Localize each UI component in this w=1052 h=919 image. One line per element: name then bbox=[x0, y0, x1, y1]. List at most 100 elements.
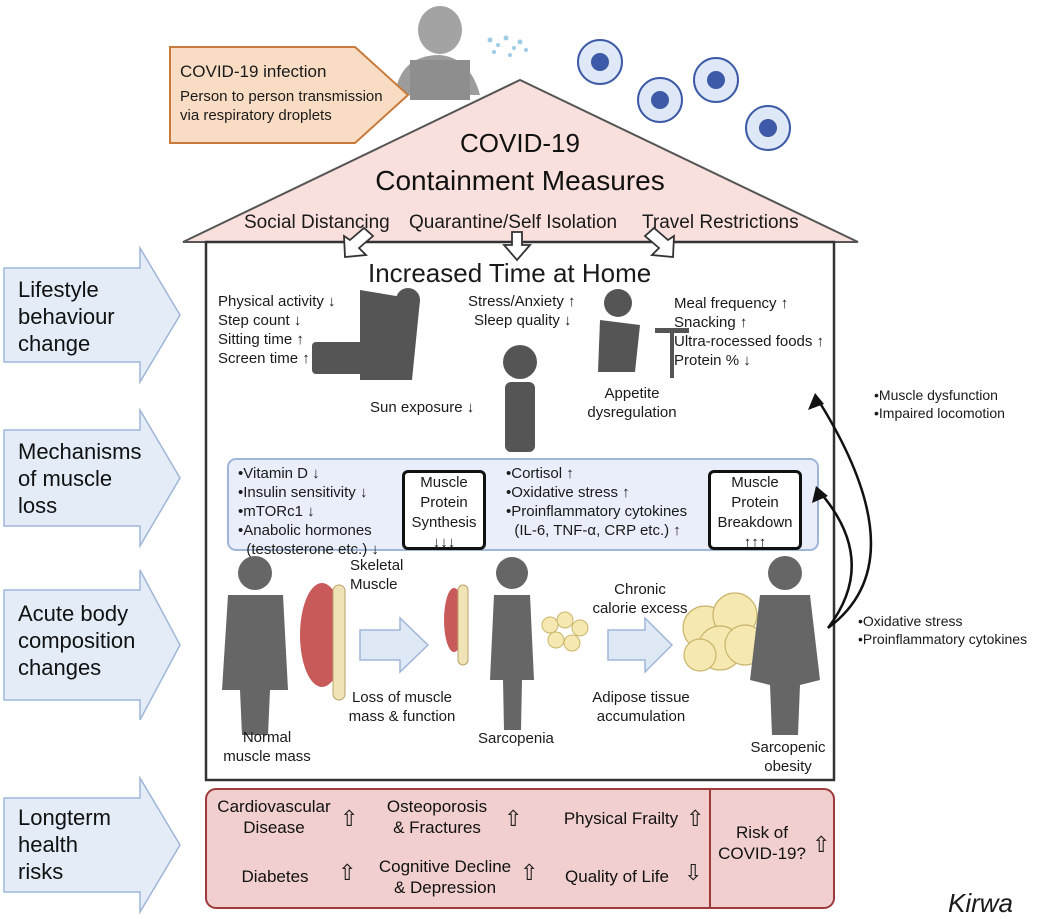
skeletal-line: Muscle bbox=[350, 576, 398, 593]
adipose-line: Adipose tissue bbox=[592, 689, 690, 706]
side-arrows bbox=[3, 245, 181, 914]
feedback-line: •Oxidative stress bbox=[858, 613, 963, 629]
sarcopenia-label: Sarcopenia bbox=[478, 730, 554, 747]
skeletal-label: Skeletal Muscle bbox=[350, 556, 403, 594]
feedback-line: •Impaired locomotion bbox=[874, 405, 1005, 421]
feedback-arrows bbox=[813, 394, 873, 630]
synthesis-line: Protein bbox=[420, 494, 468, 511]
risk-line: & Fractures bbox=[393, 818, 481, 837]
adipose-line: accumulation bbox=[596, 708, 686, 725]
risk-line: Risk of bbox=[736, 823, 788, 842]
list-item: Step count ↓ bbox=[218, 312, 302, 329]
side-arrow-body bbox=[3, 569, 181, 721]
risk-diabetes: Diabetes bbox=[241, 867, 309, 886]
synthesis-box: Muscle Protein Synthesis ↓↓↓ bbox=[402, 470, 486, 551]
list-item: Physical activity ↓ bbox=[218, 293, 336, 310]
callout-shape bbox=[169, 46, 410, 144]
normal-label: Normal muscle mass bbox=[222, 728, 312, 766]
feedback-bottom: •Oxidative stress •Proinflammatory cytok… bbox=[858, 612, 1027, 648]
risk-line: & Depression bbox=[393, 878, 497, 897]
feedback-line: •Proinflammatory cytokines bbox=[858, 631, 1028, 647]
sarcopenic-obesity-body-icon bbox=[750, 556, 820, 735]
list-item: Protein % ↓ bbox=[674, 352, 751, 369]
chronic-line: calorie excess bbox=[592, 600, 688, 617]
adipose-small-icon bbox=[541, 611, 589, 652]
list-item: Ultra-rocessed foods ↑ bbox=[674, 333, 825, 350]
appetite-line: Appetite bbox=[604, 385, 660, 402]
risk-line: Disease bbox=[243, 818, 305, 837]
list-item: Sleep quality ↓ bbox=[474, 312, 572, 329]
anxious-person-icon bbox=[503, 345, 537, 452]
loss-arrow bbox=[359, 616, 430, 674]
appetite-label: Appetite dysregulation bbox=[586, 384, 678, 422]
list-item: Snacking ↑ bbox=[674, 314, 748, 331]
roof-title-2: Containment Measures bbox=[375, 165, 665, 196]
risk-covid: Risk of COVID-19? bbox=[716, 822, 808, 864]
risk-quality: Quality of Life bbox=[565, 867, 669, 886]
side-label-risks: Longterm health risks bbox=[18, 805, 111, 884]
list-item: Sitting time ↑ bbox=[218, 331, 304, 348]
arrow-up-icon: ⇧ bbox=[812, 832, 831, 857]
risk-line: Cardiovascular bbox=[217, 797, 331, 816]
side-arrow-risks bbox=[3, 775, 181, 914]
list-item: Screen time ↑ bbox=[218, 350, 310, 367]
list-item: •Anabolic hormones bbox=[238, 522, 372, 539]
list-item: •mTORc1 ↓ bbox=[238, 503, 315, 520]
list-item: •Oxidative stress ↑ bbox=[506, 484, 630, 501]
muscle-bone-icon bbox=[300, 583, 346, 701]
stress-list: Stress/Anxiety ↑ Sleep quality ↓ bbox=[468, 292, 576, 330]
feedback-top: •Muscle dysfunction •Impaired locomotion bbox=[874, 386, 1005, 422]
side-arrow-mechanisms bbox=[3, 407, 181, 549]
adipose-label: Adipose tissue accumulation bbox=[586, 688, 696, 726]
risk-line: COVID-19? bbox=[718, 844, 806, 863]
risk-line: Cognitive Decline bbox=[378, 857, 512, 876]
eating-person-icon bbox=[598, 289, 689, 378]
arrow-up-icon: ⇧ bbox=[686, 806, 705, 831]
risk-cardio: Cardiovascular Disease bbox=[210, 796, 338, 838]
chronic-line: Chronic bbox=[614, 581, 666, 598]
list-item: •Proinflammatory cytokines bbox=[506, 503, 688, 520]
excess-arrow bbox=[607, 616, 674, 674]
synthesis-line: Synthesis bbox=[411, 514, 477, 531]
adipose-large-icon bbox=[682, 592, 766, 672]
skeletal-line: Skeletal bbox=[350, 557, 404, 574]
house-heading: Increased Time at Home bbox=[368, 258, 652, 288]
obesity-line: Sarcopenic bbox=[750, 739, 826, 756]
list-item: Meal frequency ↑ bbox=[674, 295, 789, 312]
sarcopenia-body-icon bbox=[490, 557, 534, 730]
droplets-icon bbox=[487, 35, 528, 57]
loss-line: mass & function bbox=[348, 708, 456, 725]
obesity-line: obesity bbox=[764, 758, 812, 775]
arrow-up-icon: ⇧ bbox=[338, 860, 357, 885]
small-muscle-icon bbox=[444, 584, 469, 666]
breakdown-line: Muscle bbox=[731, 474, 779, 491]
measure-arrows bbox=[343, 226, 675, 262]
normal-line: muscle mass bbox=[223, 748, 311, 765]
breakdown-box: Muscle Protein Breakdown ↑↑↑ bbox=[708, 470, 802, 551]
arrow-up-icon: ⇧ bbox=[520, 860, 539, 885]
mechanisms-left-list: •Vitamin D ↓ •Insulin sensitivity ↓ •mTO… bbox=[238, 464, 379, 559]
author-credit: Kirwa bbox=[948, 888, 1014, 918]
person-icon bbox=[395, 6, 480, 100]
armchair-icon bbox=[312, 288, 420, 380]
list-item: •Vitamin D ↓ bbox=[238, 465, 320, 482]
risk-frailty: Physical Frailty bbox=[563, 809, 679, 828]
roof-title-1: COVID-19 bbox=[460, 128, 580, 158]
loss-label: Loss of muscle mass & function bbox=[344, 688, 460, 726]
side-label-body: Acute body composition changes bbox=[18, 601, 136, 680]
measure-quarantine: Quarantine/Self Isolation bbox=[409, 212, 618, 233]
breakdown-line: Protein bbox=[731, 494, 779, 511]
list-item: Stress/Anxiety ↑ bbox=[468, 293, 576, 310]
normal-body-icon bbox=[222, 556, 288, 735]
normal-line: Normal bbox=[242, 729, 292, 746]
appetite-line: dysregulation bbox=[587, 404, 677, 421]
feedback-line: •Muscle dysfunction bbox=[874, 387, 998, 403]
loss-line: Loss of muscle bbox=[351, 689, 453, 706]
diet-list: Meal frequency ↑ Snacking ↑ Ultra-rocess… bbox=[674, 294, 824, 370]
callout-line1: Person to person transmission bbox=[180, 88, 383, 105]
risk-line: Osteoporosis bbox=[386, 797, 488, 816]
activity-list: Physical activity ↓ Step count ↓ Sitting… bbox=[218, 292, 336, 368]
list-item: •Insulin sensitivity ↓ bbox=[238, 484, 368, 501]
measure-social-distancing: Social Distancing bbox=[244, 212, 390, 233]
